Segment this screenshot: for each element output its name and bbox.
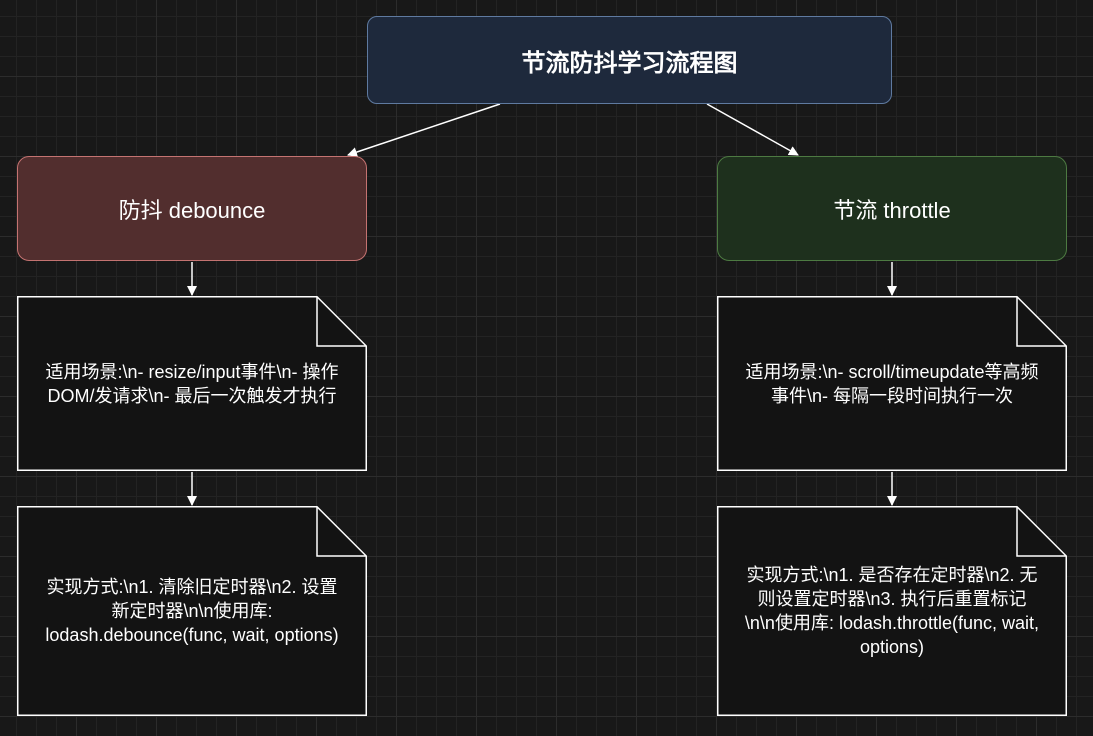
edge-title-to-throttle (706, 103, 799, 156)
debounce-scenario-note[interactable]: 适用场景:\n- resize/input事件\n- 操作 DOM/发请求\n-… (17, 296, 367, 471)
flowchart-title-node[interactable]: 节流防抖学习流程图 (367, 16, 892, 104)
debounce-implementation-note[interactable]: 实现方式:\n1. 清除旧定时器\n2. 设置 新定时器\n\n使用库: lod… (17, 506, 367, 716)
debounce-node[interactable]: 防抖 debounce (17, 156, 367, 261)
throttle-implementation-note[interactable]: 实现方式:\n1. 是否存在定时器\n2. 无 则设置定时器\n3. 执行后重置… (717, 506, 1067, 716)
debounce-label: 防抖 debounce (118, 197, 266, 223)
debounce-implementation-text: 实现方式:\n1. 清除旧定时器\n2. 设置 新定时器\n\n使用库: lod… (45, 577, 339, 645)
note-shape (17, 506, 367, 716)
throttle-scenario-note[interactable]: 适用场景:\n- scroll/timeupdate等高频 事件\n- 每隔一段… (717, 296, 1067, 471)
throttle-implementation-text: 实现方式:\n1. 是否存在定时器\n2. 无 则设置定时器\n3. 执行后重置… (744, 565, 1040, 657)
edge-title-to-debounce (347, 103, 501, 157)
note-shape (717, 506, 1067, 716)
throttle-scenario-text: 适用场景:\n- scroll/timeupdate等高频 事件\n- 每隔一段… (745, 361, 1039, 406)
note-shape (17, 296, 367, 471)
debounce-scenario-text: 适用场景:\n- resize/input事件\n- 操作 DOM/发请求\n-… (45, 361, 339, 406)
flowchart-title-label: 节流防抖学习流程图 (521, 49, 738, 77)
throttle-node[interactable]: 节流 throttle (717, 156, 1067, 261)
throttle-label: 节流 throttle (833, 197, 951, 223)
note-shape (717, 296, 1067, 471)
